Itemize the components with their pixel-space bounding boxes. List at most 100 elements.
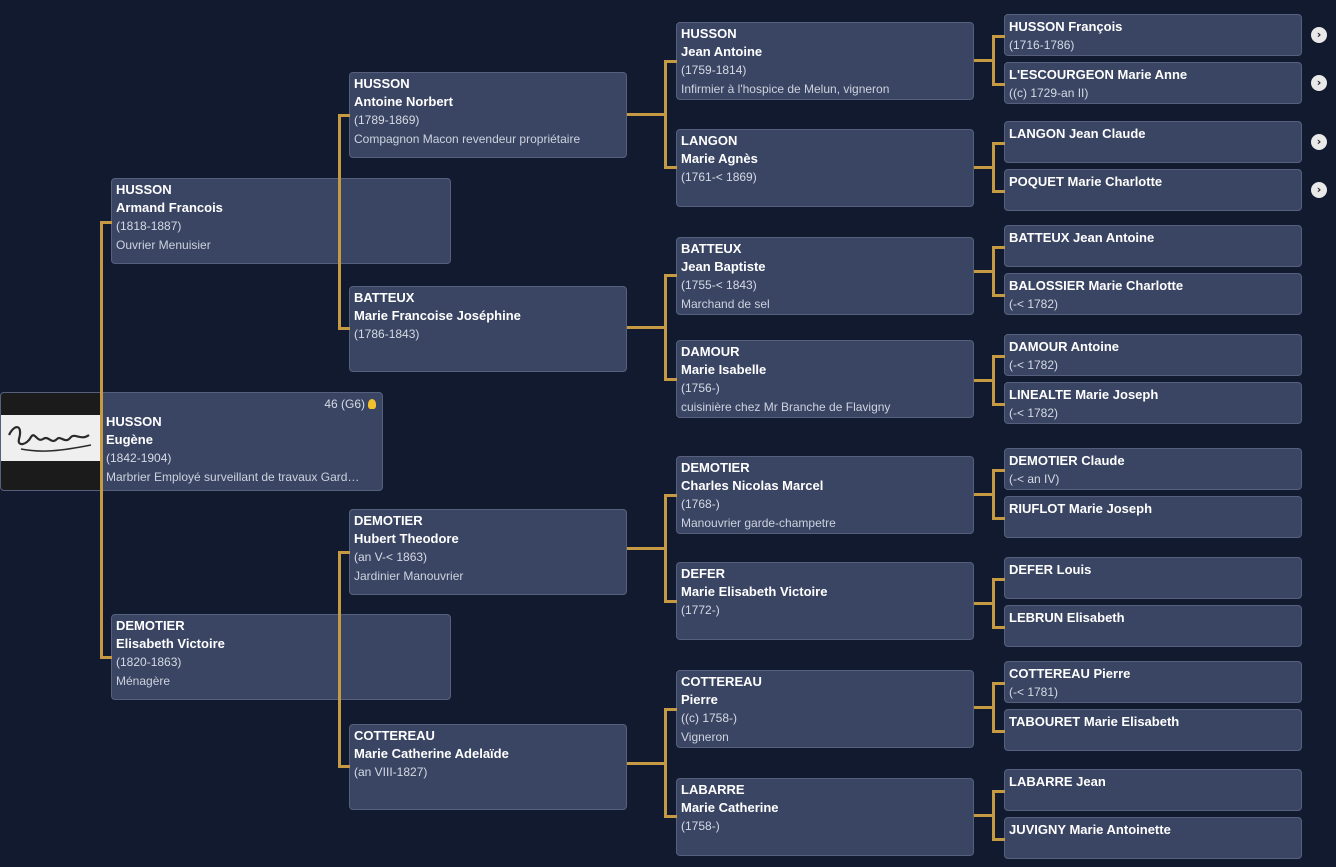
connector-line bbox=[627, 113, 666, 116]
generation-badge-text: 46 (G6) bbox=[324, 397, 365, 411]
ancestor-card-15[interactable]: JUVIGNY Marie Antoinette bbox=[1004, 817, 1302, 859]
person-dates: (1786-1843) bbox=[354, 327, 420, 341]
ancestor-dates: (-< an IV) bbox=[1009, 472, 1060, 486]
ancestor-dates: ((c) 1729-an II) bbox=[1009, 86, 1089, 100]
person-occupation: cuisinière chez Mr Branche de Flavigny bbox=[681, 400, 891, 414]
connector-line bbox=[664, 600, 677, 603]
person-dates: (1761-< 1869) bbox=[681, 170, 757, 184]
person-surname: BATTEUX bbox=[354, 290, 415, 305]
person-given-name: Charles Nicolas Marcel bbox=[681, 478, 824, 493]
connector-line bbox=[664, 708, 677, 711]
ancestor-card-2[interactable]: LANGON Jean Claude bbox=[1004, 121, 1302, 163]
ancestor-card-11[interactable]: LEBRUN Elisabeth bbox=[1004, 605, 1302, 647]
person-given-name: Pierre bbox=[681, 692, 718, 707]
person-dates: (1820-1863) bbox=[116, 655, 182, 669]
ancestor-card-7[interactable]: LINEALTE Marie Joseph(-< 1782) bbox=[1004, 382, 1302, 424]
person-occupation: Marchand de sel bbox=[681, 297, 770, 311]
person-dates: (1772-) bbox=[681, 603, 720, 617]
connector-line bbox=[338, 765, 350, 768]
connector-line bbox=[974, 814, 994, 817]
connector-line bbox=[664, 708, 667, 818]
connector-line bbox=[992, 838, 1005, 841]
person-surname: COTTEREAU bbox=[681, 674, 762, 689]
root-photo bbox=[0, 392, 101, 491]
person-dates: (an V-< 1863) bbox=[354, 550, 428, 564]
person-dates: (1758-) bbox=[681, 819, 720, 833]
ancestor-card-10[interactable]: DEFER Louis bbox=[1004, 557, 1302, 599]
ancestor-name: DEMOTIER Claude bbox=[1009, 453, 1125, 468]
connector-line bbox=[664, 60, 677, 63]
connector-line bbox=[992, 682, 1005, 685]
person-given-name: Marie Isabelle bbox=[681, 362, 767, 377]
person-dates: (1818-1887) bbox=[116, 219, 182, 233]
person-surname: DEMOTIER bbox=[116, 618, 185, 633]
person-given-name: Jean Baptiste bbox=[681, 259, 766, 274]
person-dates: (1756-) bbox=[681, 381, 720, 395]
connector-line bbox=[992, 403, 1005, 406]
ancestor-card-4[interactable]: BATTEUX Jean Antoine bbox=[1004, 225, 1302, 267]
ancestor-card-13[interactable]: TABOURET Marie Elisabeth bbox=[1004, 709, 1302, 751]
ancestor-card-9[interactable]: RIUFLOT Marie Joseph bbox=[1004, 496, 1302, 538]
connector-line bbox=[338, 551, 350, 554]
lightbulb-icon bbox=[368, 399, 376, 409]
great-grandparent-card-1[interactable]: LANGON Marie Agnès (1761-< 1869) bbox=[676, 129, 974, 207]
parent-card-1[interactable]: DEMOTIER Elisabeth Victoire (1820-1863) Mén… bbox=[111, 614, 451, 700]
ancestor-card-12[interactable]: COTTEREAU Pierre(-< 1781) bbox=[1004, 661, 1302, 703]
chevron-right-icon[interactable]: › bbox=[1311, 75, 1327, 91]
ancestor-name: RIUFLOT Marie Joseph bbox=[1009, 501, 1153, 516]
person-surname: LABARRE bbox=[681, 782, 745, 797]
ancestor-name: LANGON Jean Claude bbox=[1009, 126, 1146, 141]
connector-line bbox=[992, 790, 1005, 793]
connector-line bbox=[992, 246, 995, 297]
ancestor-card-14[interactable]: LABARRE Jean bbox=[1004, 769, 1302, 811]
ancestor-card-6[interactable]: DAMOUR Antoine(-< 1782) bbox=[1004, 334, 1302, 376]
person-surname: HUSSON bbox=[106, 414, 162, 429]
ancestor-dates: (1716-1786) bbox=[1009, 38, 1075, 52]
ancestor-name: TABOURET Marie Elisabeth bbox=[1009, 714, 1180, 729]
connector-line bbox=[992, 355, 1005, 358]
connector-line bbox=[627, 762, 666, 765]
connector-line bbox=[992, 142, 1005, 145]
ancestor-card-3[interactable]: POQUET Marie Charlotte bbox=[1004, 169, 1302, 211]
generation-badge: 46 (G6) bbox=[324, 397, 376, 411]
connector-line bbox=[974, 270, 994, 273]
ancestor-card-8[interactable]: DEMOTIER Claude (-< an IV) bbox=[1004, 448, 1302, 490]
ancestor-name: L'ESCOURGEON Marie Anne bbox=[1009, 67, 1188, 82]
person-surname: LANGON bbox=[681, 133, 738, 148]
connector-line bbox=[338, 327, 350, 330]
person-occupation: Ménagère bbox=[116, 674, 171, 688]
ancestor-card-0[interactable]: HUSSON François(1716-1786) bbox=[1004, 14, 1302, 56]
chevron-right-icon[interactable]: › bbox=[1311, 182, 1327, 198]
chevron-right-icon[interactable]: › bbox=[1311, 27, 1327, 43]
connector-line bbox=[974, 493, 994, 496]
ancestor-card-5[interactable]: BALOSSIER Marie Charlotte(-< 1782) bbox=[1004, 273, 1302, 315]
person-dates: ((c) 1758-) bbox=[681, 711, 738, 725]
connector-line bbox=[992, 35, 1005, 38]
chevron-right-icon[interactable]: › bbox=[1311, 134, 1327, 150]
person-given-name: Armand Francois bbox=[116, 200, 223, 215]
connector-line bbox=[338, 551, 341, 767]
person-given-name: Elisabeth Victoire bbox=[116, 636, 225, 651]
connector-line bbox=[664, 494, 667, 603]
ancestor-card-1[interactable]: L'ESCOURGEON Marie Anne ((c) 1729-an II) bbox=[1004, 62, 1302, 104]
connector-line bbox=[664, 378, 677, 381]
ancestor-name: DEFER Louis bbox=[1009, 562, 1092, 577]
connector-line bbox=[664, 60, 667, 169]
person-given-name: Marie Agnès bbox=[681, 151, 758, 166]
ancestor-name: LEBRUN Elisabeth bbox=[1009, 610, 1125, 625]
connector-line bbox=[992, 578, 1005, 581]
person-given-name: Eugène bbox=[106, 432, 153, 447]
